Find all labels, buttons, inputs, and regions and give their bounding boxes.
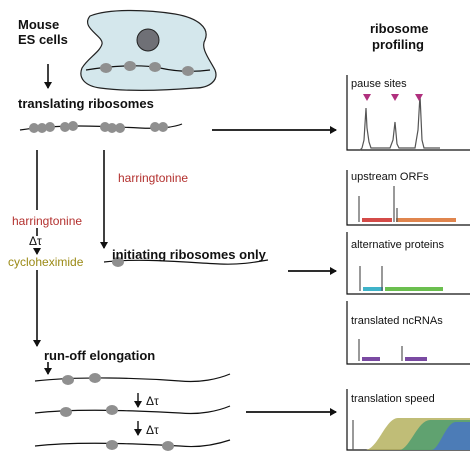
pause-sites-label: pause sites [351,78,407,90]
ribosome [182,66,194,76]
profiling-label: profiling [372,37,424,52]
upstream-orfs-panel [346,170,470,226]
pause-marker [363,94,371,101]
cycloheximide-label: cycloheximide [8,255,84,269]
ribosome [100,63,112,73]
mouse-label: Mouse [18,17,60,32]
pause-marker [415,94,423,101]
alternative-proteins-panel [346,232,470,295]
harringtonine-left-label: harringtonine [12,214,83,228]
initiating-mrna [103,257,269,267]
pause-marker [391,94,399,101]
translation-speed-panel [346,389,470,451]
alternative-proteins-label: alternative proteins [351,239,444,251]
initiating-ribosomes-label: initiating ribosomes only [112,247,266,262]
orf-bar-orange [396,218,456,222]
delta-tau-label-3: Δτ [146,423,159,437]
translated-ncrnas-label: translated ncRNAs [351,315,443,327]
nucleus [136,28,160,52]
pause-trace [359,94,440,151]
runoff-mrna-2 [34,405,231,417]
ribosome [149,62,161,72]
ribosome [124,61,136,71]
runoff-mrna-1 [34,373,231,385]
ribosome-label: ribosome [370,21,429,36]
harringtonine-right-label: harringtonine [118,171,189,185]
upstream-orfs-label: upstream ORFs [351,171,429,183]
translating-ribosomes-label: translating ribosomes [18,96,154,111]
pause-sites-panel [346,75,470,151]
speed-curve-blue [432,422,470,450]
runoff-mrna-3 [34,439,231,451]
delta-tau-label-2: Δτ [146,394,159,408]
alt-bar-cyan [363,287,383,291]
es-cells-label: ES cells [18,32,68,47]
run-off-elongation-label: run-off elongation [44,348,156,363]
es-cell-illustration [80,9,217,91]
translating-mrna [19,121,183,133]
translation-speed-label: translation speed [351,393,435,405]
alt-bar-green [385,287,443,291]
ncrna-bar-2 [405,357,427,361]
orf-bar-red [362,218,392,222]
translated-ncrnas-panel [346,301,470,365]
delta-tau-label-1: Δτ [29,234,42,248]
ncrna-bar-1 [362,357,380,361]
